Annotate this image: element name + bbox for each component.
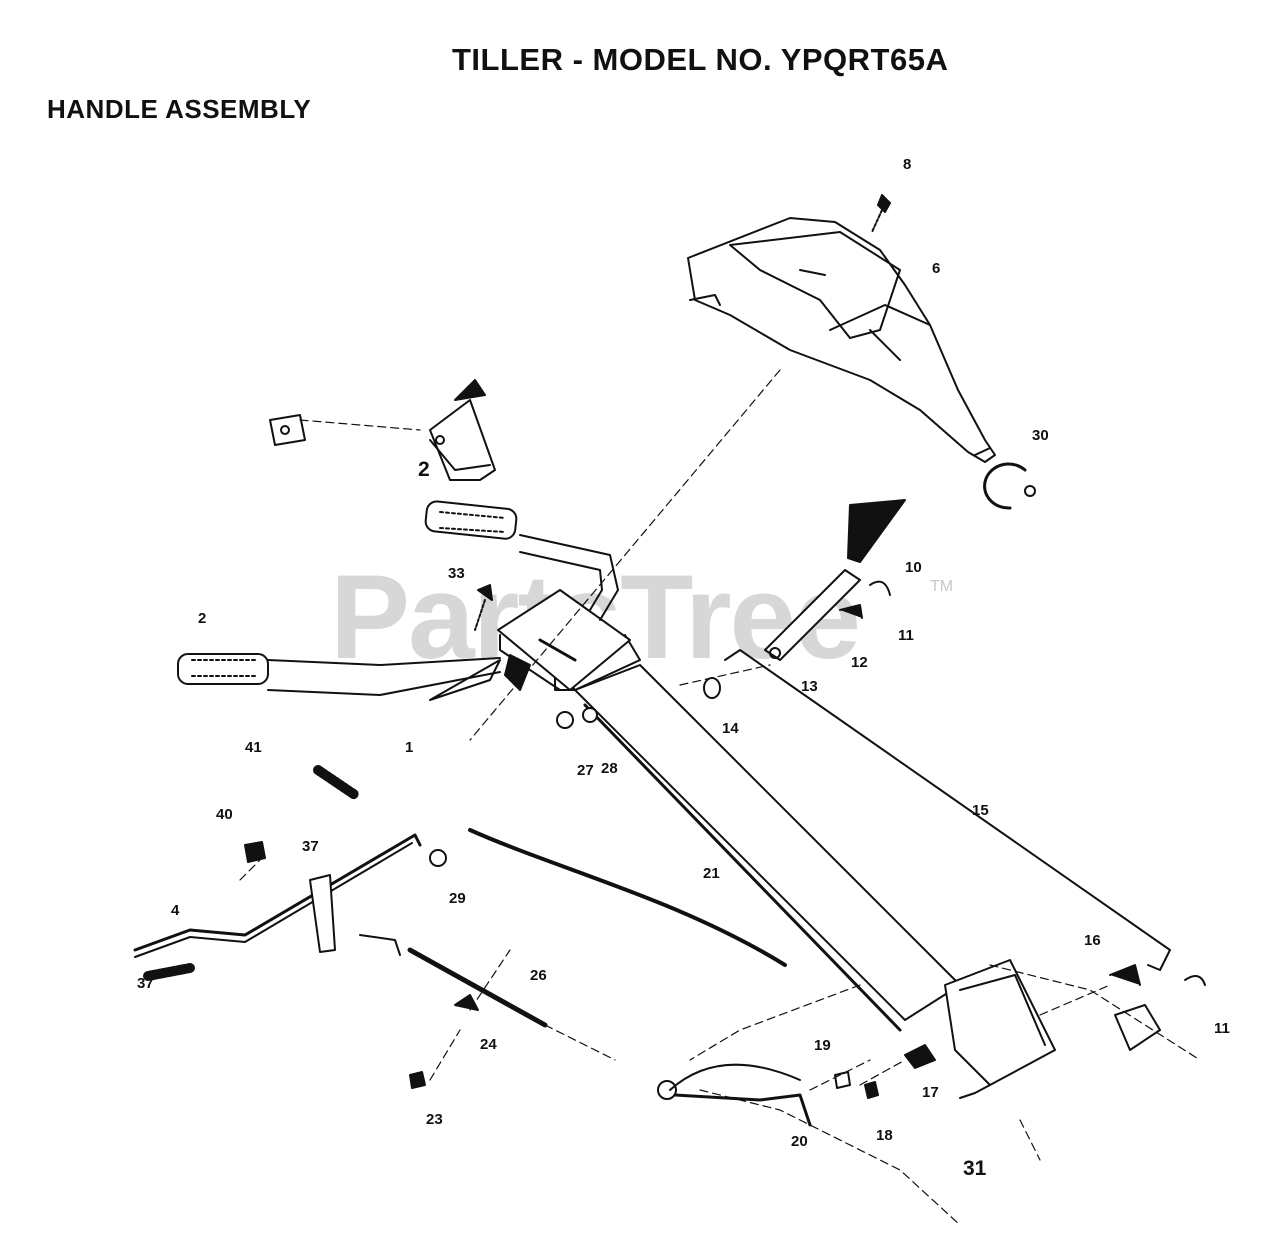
callout-33: 33: [448, 565, 465, 582]
callout-41: 41: [245, 739, 262, 756]
section-title: HANDLE ASSEMBLY: [47, 94, 312, 124]
handle-tube-part: [554, 634, 961, 1032]
callout-2-upper: 2: [418, 458, 430, 481]
callout-15: 15: [972, 802, 989, 819]
callout-19: 19: [814, 1037, 831, 1054]
clip-part-41: [269, 414, 306, 446]
callout-14: 14: [722, 720, 739, 737]
callout-37-upper: 37: [302, 838, 319, 855]
callout-10: 10: [905, 559, 922, 576]
cable-part-26: [359, 934, 548, 1089]
spacer-part: [703, 677, 721, 699]
pivot-bracket-part: [944, 959, 1206, 1086]
callout-27: 27: [577, 762, 594, 779]
screw-part-8: [871, 194, 891, 233]
bolt-part-33: [474, 584, 493, 631]
callout-17: 17: [922, 1084, 939, 1101]
shift-lever-part: [724, 499, 1171, 971]
callout-11-upper: 11: [898, 627, 914, 644]
callout-24: 24: [480, 1036, 497, 1053]
clip-ring-part: [983, 462, 1036, 510]
throttle-cable-part: [468, 828, 787, 967]
watermark-trademark: TM: [930, 578, 954, 595]
assembly-leader-lines: [239, 369, 1201, 1226]
callout-29: 29: [449, 890, 466, 907]
nut-part-29: [429, 849, 447, 867]
callout-6: 6: [932, 260, 940, 277]
callout-21: 21: [703, 865, 720, 882]
control-bracket-part: [429, 379, 496, 481]
callout-20: 20: [791, 1133, 808, 1150]
callout-18: 18: [876, 1127, 893, 1144]
callout-30: 30: [1032, 427, 1049, 444]
callout-28: 28: [601, 760, 618, 777]
control-rod-part: [133, 833, 422, 958]
nut-part-40: [244, 841, 266, 863]
upper-bracket-part: [497, 589, 631, 691]
callout-labels: 8 6 30 2 10 33 2 11 12 13 14 1 41 27 28 …: [137, 156, 1230, 1180]
callout-11-lower: 11: [1214, 1020, 1230, 1037]
callout-2-lower: 2: [198, 610, 206, 627]
callout-23: 23: [426, 1111, 443, 1128]
callout-1: 1: [405, 739, 413, 756]
callout-4: 4: [171, 902, 180, 919]
handlebar-part: [177, 500, 619, 701]
washer-part-28: [582, 707, 598, 723]
callout-8: 8: [903, 156, 911, 173]
nut-part-27: [556, 711, 574, 729]
spring-part-37: [143, 765, 360, 981]
callout-40: 40: [216, 806, 233, 823]
callout-26: 26: [530, 967, 547, 984]
page-title: TILLER - MODEL NO. YPQRT65A: [452, 42, 949, 77]
callout-31: 31: [963, 1157, 987, 1180]
callout-13: 13: [801, 678, 818, 695]
callout-12: 12: [851, 654, 868, 671]
depth-lever-part: [657, 1044, 991, 1127]
callout-16: 16: [1084, 932, 1101, 949]
callout-37-lower: 37: [137, 975, 154, 992]
console-cover-part: [687, 217, 996, 463]
